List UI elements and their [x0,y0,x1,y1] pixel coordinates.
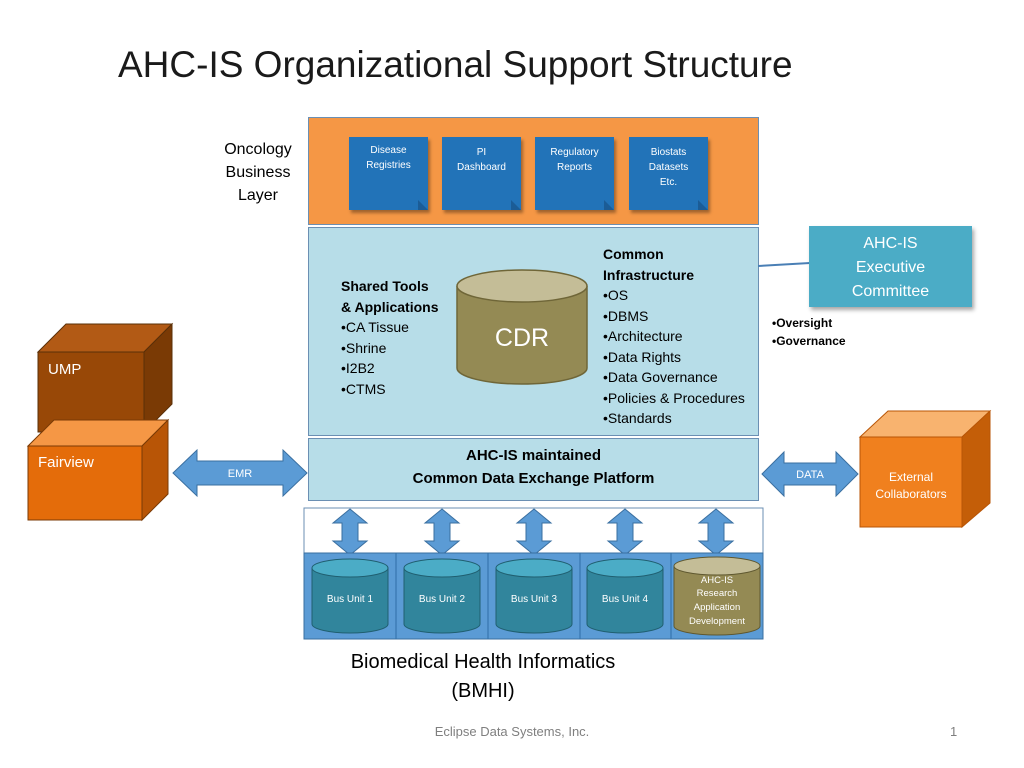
research-unit-label: AHC-IS [701,575,733,586]
ahc-is-executive-committee-box: AHC-IS Executive Committee [809,226,972,307]
external-collaborators-box: External Collaborators [858,409,992,529]
executive-roles-list: •Oversight •Governance [772,314,846,350]
page-number: 1 [950,724,958,739]
research-unit-label: Development [689,616,745,627]
exec-committee-line: AHC-IS [863,235,918,252]
oncology-label-line: Business [225,164,291,181]
page-title: AHC-IS Organizational Support Structure [118,44,793,85]
tile-label-line: Datasets [648,162,689,173]
bus-unit-4-cylinder: Bus Unit 4 [586,558,664,634]
oncology-business-layer-label: Oncology Business Layer [208,138,308,207]
tile-label-line: Reports [556,162,592,173]
tile-label-line: Registries [366,160,411,171]
emr-double-arrow: EMR [172,448,308,498]
executive-role-item: •Oversight [772,316,833,330]
disease-registries-tile: Disease Registries [349,137,428,210]
shared-tools-item: •CA Tissue [341,319,409,335]
footer-company: Eclipse Data Systems, Inc. [434,724,590,739]
bus-unit-3-cylinder: Bus Unit 3 [495,558,573,634]
tile-label-line: Biostats [650,147,687,158]
tile-label-line: Disease [370,145,407,156]
biostats-datasets-tile: Biostats Datasets Etc. [629,137,708,210]
regulatory-reports-tile: Regulatory Reports [535,137,614,210]
pi-dashboard-tile: PI Dashboard [442,137,521,210]
bus-unit-label: Bus Unit 4 [602,594,649,605]
research-unit-label: Application [694,602,740,613]
common-infrastructure-item: •OS [603,287,629,303]
research-unit-label: Research [697,588,738,599]
bmhi-label-line: Biomedical Health Informatics [350,651,616,673]
external-collaborators-label: Collaborators [875,487,946,501]
data-label: DATA [796,469,824,481]
shared-tools-heading: & Applications [341,298,439,315]
common-infrastructure-list: Common Infrastructure •OS •DBMS •Archite… [603,244,745,429]
bus-unit-label: Bus Unit 3 [511,594,558,605]
data-double-arrow: DATA [761,450,859,498]
emr-label: EMR [228,468,253,480]
bmhi-label: Biomedical Health Informatics (BMHI) [300,648,666,706]
exec-committee-line: Committee [851,283,930,300]
bus-unit-1-cylinder: Bus Unit 1 [311,558,389,634]
common-infrastructure-item: •Data Governance [603,369,718,385]
bus-unit-label: Bus Unit 1 [327,594,374,605]
tile-label-line: Regulatory [550,147,599,158]
shared-tools-item: •Shrine [341,339,387,356]
shared-tools-heading: Shared Tools [341,278,429,294]
oncology-label-line: Layer [237,187,279,204]
exchange-platform-line: Common Data Exchange Platform [412,470,655,487]
ahc-is-research-cylinder: AHC-IS Research Application Development [673,556,761,636]
fairview-box: Fairview [26,418,170,522]
bus-unit-label: Bus Unit 2 [419,594,466,605]
common-infrastructure-item: •Standards [603,410,672,426]
tile-label-line: Dashboard [457,162,506,173]
ump-box: UMP [36,322,174,434]
tile-label-line: Etc. [659,177,678,188]
exec-committee-line: Executive [855,259,926,276]
common-infrastructure-item: •Policies & Procedures [603,389,745,406]
shared-tools-item: •CTMS [341,380,386,397]
shared-tools-item: •I2B2 [341,360,375,376]
business-units-row: Bus Unit 1 Bus Unit 2 Bus Unit 3 Bus Uni… [311,556,761,636]
common-infrastructure-item: •Data Rights [603,348,682,365]
oncology-label-line: Oncology [224,141,292,158]
shared-tools-list: Shared Tools & Applications •CA Tissue •… [341,276,439,399]
fairview-label: Fairview [38,454,94,471]
exec-connector-line [758,262,811,267]
tile-label-line: PI [476,147,487,158]
ump-label: UMP [48,361,81,378]
common-infrastructure-heading: Common [603,246,664,262]
bmhi-label-line: (BMHI) [451,680,515,702]
bus-unit-2-cylinder: Bus Unit 2 [403,558,481,634]
cdr-label: CDR [495,324,549,352]
exchange-platform-line: AHC-IS maintained [465,447,601,464]
common-infrastructure-heading: Infrastructure [603,266,695,283]
external-collaborators-label: External [889,470,933,484]
common-infrastructure-item: •Architecture [603,328,683,344]
common-infrastructure-item: •DBMS [603,307,649,324]
common-data-exchange-platform: AHC-IS maintained Common Data Exchange P… [308,438,759,501]
cdr-database-cylinder: CDR [456,269,588,385]
executive-role-item: •Governance [772,334,846,348]
